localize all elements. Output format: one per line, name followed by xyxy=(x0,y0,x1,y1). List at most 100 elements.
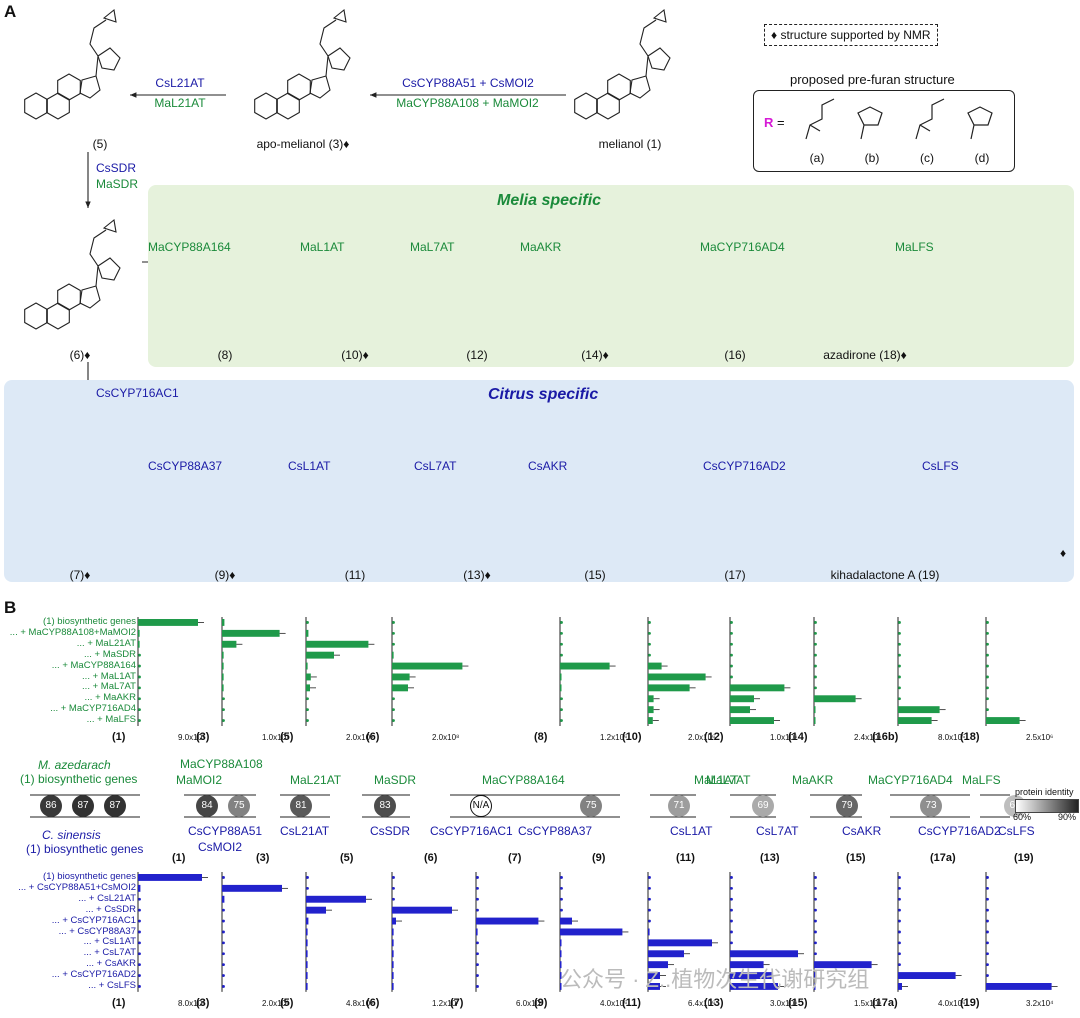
cs-bar-3-3 xyxy=(392,906,452,914)
cs-id-0: (1) xyxy=(112,997,126,1009)
cs-id-5: (9) xyxy=(534,997,548,1009)
melia-enzyme-0: MaCYP88A164 xyxy=(148,240,231,254)
identity-circle-11: 79 xyxy=(836,795,858,817)
cs-zero-10-4 xyxy=(986,919,989,923)
cs-zero-4-3 xyxy=(476,908,479,912)
ma-panel-6: (12)1.0x10⁶ xyxy=(704,617,797,743)
cs-enzyme-label-8: CsAKR xyxy=(842,824,882,838)
cs-bar-4-5 xyxy=(476,928,478,936)
cs-zero-1-5 xyxy=(222,930,225,934)
cs-bar-5-10 xyxy=(560,983,562,990)
ma-bar-4-4 xyxy=(560,662,610,670)
ma-panel-4: (8)1.2x10⁶ xyxy=(534,617,627,743)
cs-zero-1-7 xyxy=(222,952,225,956)
cs-zero-4-1 xyxy=(476,886,479,890)
cs-bar-2-7 xyxy=(306,950,308,958)
identity-circle-6: 83 xyxy=(374,795,396,817)
cs-bar-5-5 xyxy=(560,928,623,936)
ma-panel-3: (6)2.0x10⁸ xyxy=(366,617,469,743)
ma-zero-2-0 xyxy=(306,621,309,624)
citrus-enzyme-4: CsCYP716AD2 xyxy=(703,459,786,473)
ma-enzyme-label-9: MaLFS xyxy=(962,773,1001,787)
gene-row-7: ... + MaAKR xyxy=(84,692,136,704)
cs-zero-10-8 xyxy=(986,963,989,967)
ma-id-9: (18) xyxy=(960,731,980,743)
ma-id-5: (10) xyxy=(622,731,642,743)
ma-bar-1-4 xyxy=(222,662,224,670)
cs-panel-3: (6)1.2x10⁷ xyxy=(366,872,459,1009)
cs-zero-2-1 xyxy=(306,886,309,890)
compound-id-1: (3) xyxy=(256,852,270,864)
arrow-1-to-3 xyxy=(370,92,566,98)
ma-bar-1-1 xyxy=(222,629,280,637)
cs-bar-8-10 xyxy=(814,983,816,990)
cs-zero-9-8 xyxy=(898,963,901,967)
ma-zero-0-4 xyxy=(138,664,141,668)
identity-circle-8: 75 xyxy=(580,795,602,817)
ma-zero-8-3 xyxy=(898,653,901,657)
cs-bar-3-5 xyxy=(392,928,394,936)
citrus-enzyme-0: CsCYP88A37 xyxy=(148,459,223,473)
gene-row-5: ... + MaL1AT xyxy=(82,670,136,682)
ma-bar-2-1 xyxy=(306,629,309,637)
gene-row-6: ... + CsL1AT xyxy=(83,936,136,948)
ma-zero-9-0 xyxy=(986,621,989,624)
cs-enzyme-label-10: CsLFS xyxy=(998,824,1035,838)
cs-bar-0-1 xyxy=(138,884,141,892)
citrus-enzyme-5: CsLFS xyxy=(922,459,959,473)
prefuran-box: R = (a) (b) (c) (d) xyxy=(753,90,1015,172)
ma-zero-8-1 xyxy=(898,631,901,635)
apo-melianol-label: apo-melianol (3)♦ xyxy=(256,137,350,151)
cs-max-6: 6.4x10⁶ xyxy=(688,999,715,1008)
cs-zero-7-0 xyxy=(730,876,733,879)
cs-zero-3-0 xyxy=(392,876,395,879)
ma-bar-5-7 xyxy=(648,695,654,703)
cs-zero-4-2 xyxy=(476,897,479,901)
cs-bar-6-9 xyxy=(648,972,660,979)
ma-zero-7-4 xyxy=(814,664,817,668)
ma-zero-6-1 xyxy=(730,631,733,635)
enz-5-6-ma: MaSDR xyxy=(96,177,139,191)
gene-row-2: ... + CsL21AT xyxy=(78,892,136,904)
cs-panel-0: (1)8.0x10⁶ xyxy=(112,872,208,1009)
ma-zero-9-4 xyxy=(986,664,989,668)
ma-bar-4-6 xyxy=(560,684,562,692)
cs-zero-5-3 xyxy=(560,908,563,912)
cs-enzyme-label-4: CsCYP716AC1 xyxy=(430,824,513,838)
ma-panel-9: (18)2.5x10⁶ xyxy=(960,617,1053,743)
cs-id-3: (6) xyxy=(366,997,380,1009)
cs-panel-5: (9)4.0x10⁶ xyxy=(534,872,629,1009)
ma-panel-5: (10)2.0x10⁶ xyxy=(622,617,715,743)
cs-zero-2-0 xyxy=(306,876,309,879)
enz-5-6-cs: CsSDR xyxy=(96,161,137,175)
cs-zero-8-2 xyxy=(814,897,817,901)
ma-bar-6-8 xyxy=(730,706,750,714)
cs-bar-2-5 xyxy=(306,928,308,936)
cs-zero-9-2 xyxy=(898,897,901,901)
ma-zero-7-5 xyxy=(814,675,817,679)
ma-enzyme-label-4: MaCYP88A164 xyxy=(482,773,565,787)
cs-zero-9-6 xyxy=(898,941,901,945)
ma-id-4: (8) xyxy=(534,731,548,743)
cs-enzyme-label-3: CsSDR xyxy=(370,824,411,838)
cs-bar-6-6 xyxy=(648,939,712,947)
ma-id-7: (14) xyxy=(788,731,808,743)
melia-specific-box xyxy=(148,185,1074,367)
ma-zero-1-9 xyxy=(222,719,225,722)
cs-bar-5-4 xyxy=(560,917,572,925)
ma-zero-4-3 xyxy=(560,653,563,657)
citrus-compound-label-4: (17) xyxy=(724,568,746,582)
ma-zero-9-5 xyxy=(986,675,989,679)
ma-zero-8-2 xyxy=(898,642,901,646)
cs-enzyme-label-7: CsL7AT xyxy=(756,824,799,838)
citrus-compound-label-3: (15) xyxy=(584,568,606,582)
cs-zero-1-0 xyxy=(222,876,225,879)
cs-zero-10-7 xyxy=(986,952,989,956)
ma-zero-4-1 xyxy=(560,631,563,635)
cs-id-7: (13) xyxy=(704,997,724,1009)
identity-circle-12: 73 xyxy=(920,795,942,817)
ma-zero-7-0 xyxy=(814,621,817,624)
gene-row-10: ... + CsLFS xyxy=(88,980,136,992)
ma-zero-4-9 xyxy=(560,719,563,722)
